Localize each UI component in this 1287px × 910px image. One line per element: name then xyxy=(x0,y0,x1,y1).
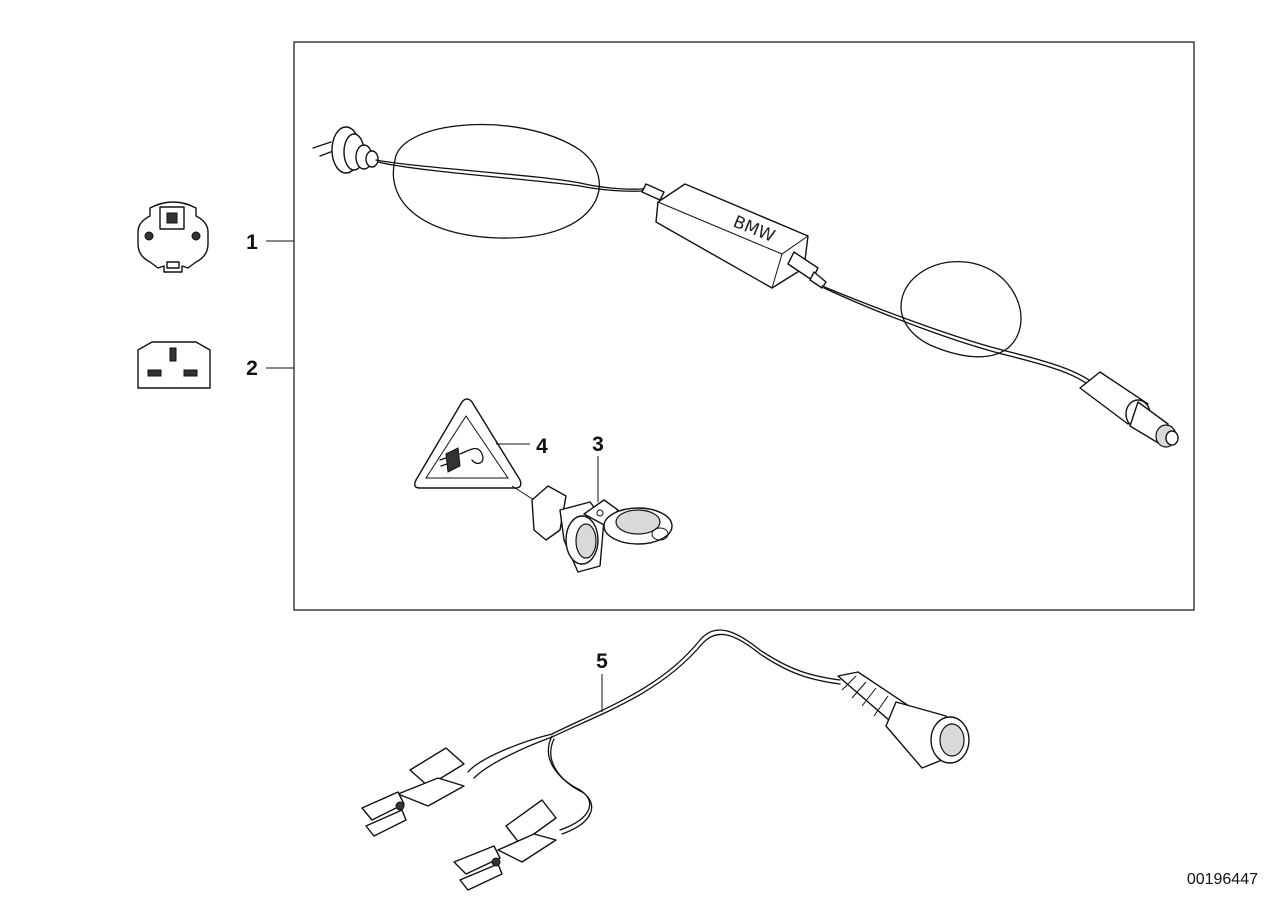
lower-clamp-icon xyxy=(453,799,557,891)
label-to-adapter-leader xyxy=(511,485,535,501)
charger-body: BMW xyxy=(655,183,809,289)
battery-clamp-cable-icon xyxy=(361,629,970,891)
uk-plug-icon xyxy=(137,341,211,389)
callout-1: 1 xyxy=(246,231,258,254)
cable-socket-icon xyxy=(837,671,970,769)
mains-plug-icon xyxy=(312,126,379,174)
socket-adapter-icon xyxy=(531,485,673,573)
warning-label-icon xyxy=(413,398,522,489)
upper-clamp-icon xyxy=(361,747,465,837)
assembly-frame xyxy=(293,41,1195,611)
callout-2: 2 xyxy=(246,357,258,380)
charger-assembly: BMW xyxy=(312,123,1179,448)
schuko-plug-icon xyxy=(137,201,209,273)
callout-3: 3 xyxy=(592,433,604,456)
callout-5: 5 xyxy=(596,650,608,673)
document-number: 00196447 xyxy=(1187,871,1258,888)
twelve-volt-plug-icon xyxy=(1079,371,1179,448)
callout-4: 4 xyxy=(536,435,548,458)
